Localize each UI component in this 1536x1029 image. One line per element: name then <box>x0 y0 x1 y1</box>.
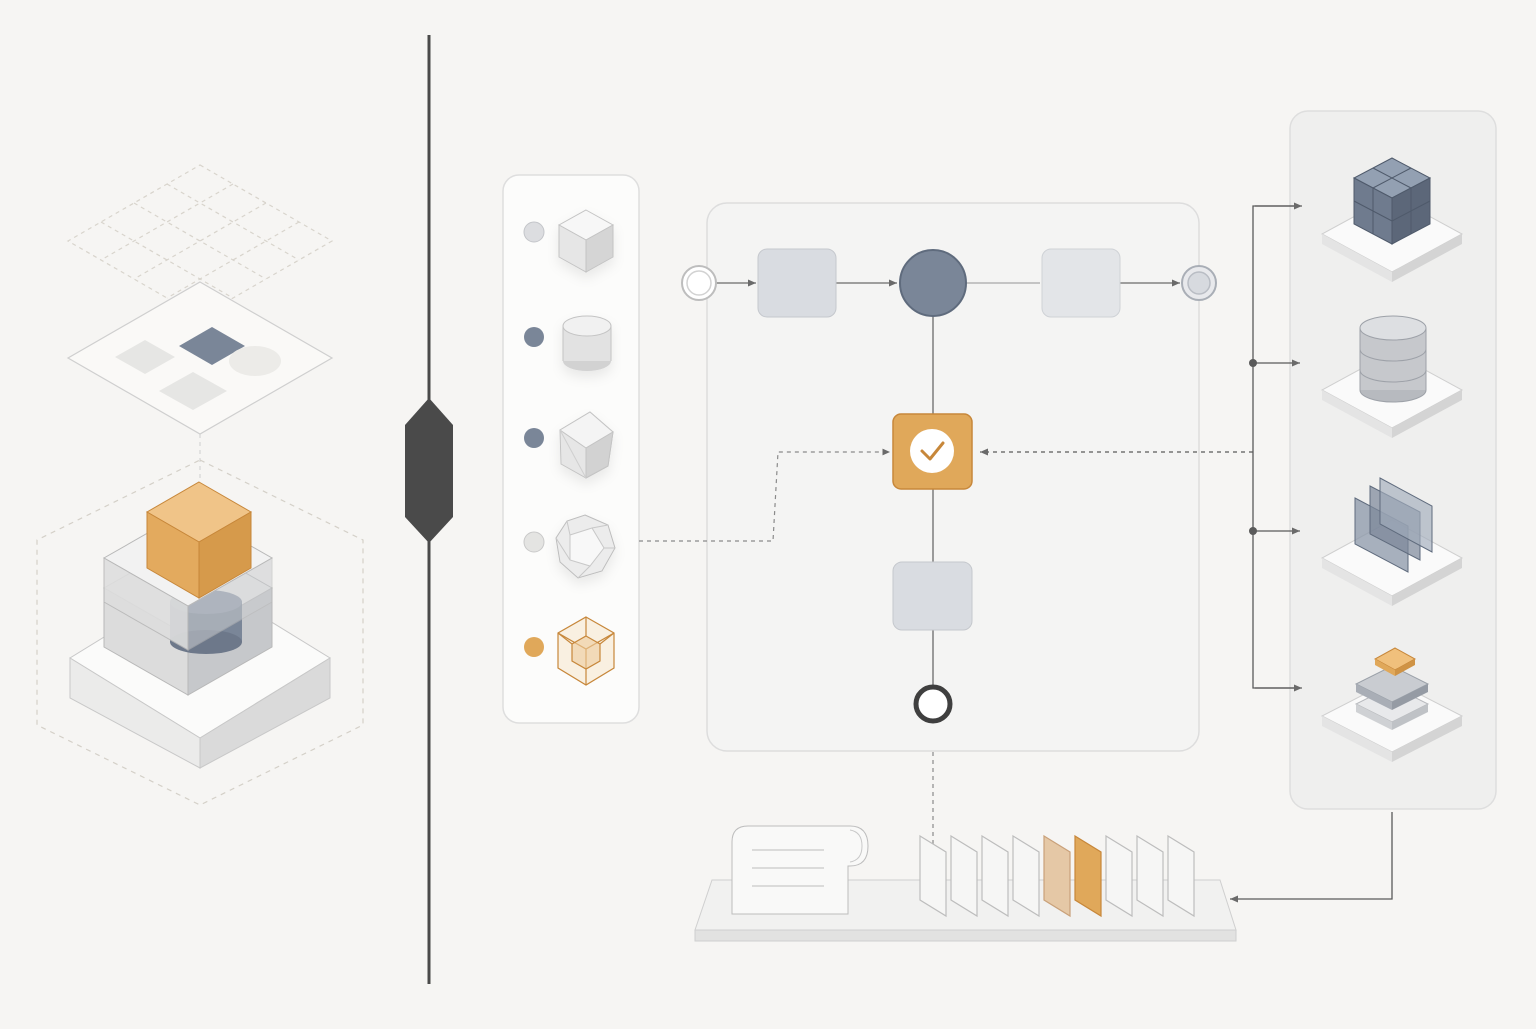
end-node-right[interactable] <box>1181 265 1217 301</box>
archive-card[interactable] <box>1167 834 1195 918</box>
components-plane-icon <box>66 281 334 480</box>
resource-panel <box>980 110 1497 903</box>
checkmark-icon <box>920 441 945 461</box>
database-stack-icon <box>1359 315 1427 403</box>
diamond-slider-handle-icon[interactable] <box>405 398 453 543</box>
wireframe-cube-icon <box>557 616 615 686</box>
palette-link <box>639 448 890 542</box>
palette-item-prism[interactable] <box>524 411 614 479</box>
archive-card[interactable] <box>1136 834 1164 918</box>
hex-outline <box>36 459 364 806</box>
left-illustration <box>36 164 364 806</box>
palette-item-polyhedron[interactable] <box>523 514 616 579</box>
process-node-2[interactable] <box>1041 248 1121 318</box>
resource-item-database[interactable] <box>1320 315 1464 438</box>
process-node-1[interactable] <box>757 248 837 318</box>
process-node-3[interactable] <box>892 561 973 631</box>
document-scroll-icon[interactable] <box>731 825 869 915</box>
layered-tiles-icon <box>1354 647 1430 730</box>
archive-card[interactable] <box>1105 834 1133 918</box>
palette-item-wireframe[interactable] <box>524 616 615 686</box>
archive-card[interactable] <box>1043 834 1071 918</box>
resource-item-layers[interactable] <box>1320 647 1464 762</box>
cylinder-icon <box>562 315 612 371</box>
shape-palette <box>502 174 640 724</box>
card-file-stack-icon[interactable] <box>919 834 1195 918</box>
hub-node[interactable] <box>899 249 967 317</box>
polyhedron-icon <box>555 514 616 579</box>
archive-card[interactable] <box>1012 834 1040 918</box>
archive-card[interactable] <box>981 834 1009 918</box>
resource-item-storage[interactable] <box>1320 477 1464 606</box>
glass-panels-icon <box>1354 477 1433 573</box>
cube-icon <box>557 209 615 273</box>
approval-node[interactable] <box>892 413 973 490</box>
palette-item-cylinder[interactable] <box>524 315 612 371</box>
palette-item-cube[interactable] <box>523 209 615 273</box>
end-node-bottom[interactable] <box>913 684 953 724</box>
archive-card[interactable] <box>919 834 947 918</box>
cube-cluster-icon <box>1352 157 1432 245</box>
stacked-blocks-icon <box>69 481 331 769</box>
archive-tray <box>694 825 1237 942</box>
workflow-panel <box>639 202 1217 850</box>
archive-card[interactable] <box>950 834 978 918</box>
archive-card[interactable] <box>1074 834 1102 918</box>
divider-slider[interactable] <box>405 35 453 984</box>
start-node[interactable] <box>681 265 717 301</box>
resource-item-compute[interactable] <box>1320 157 1464 282</box>
faceted-prism-icon <box>559 411 614 479</box>
